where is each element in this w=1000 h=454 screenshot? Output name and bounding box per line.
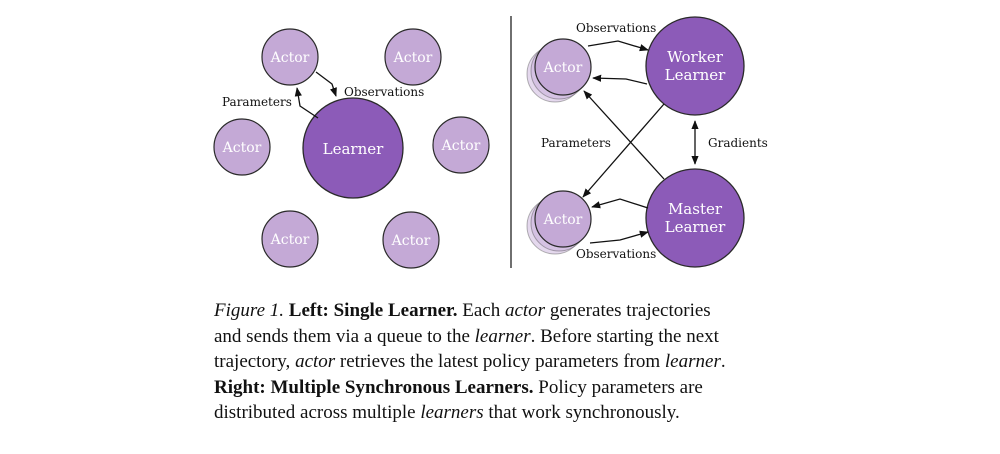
caption-text: retrieves the latest policy parameters f… (335, 351, 665, 372)
caption-line-5: distributed across multiple learners tha… (214, 400, 794, 426)
parameters-arrow (294, 87, 319, 119)
caption-term-learner: learner (474, 325, 531, 347)
learner-label: Learner (323, 140, 384, 158)
left-learner-node: Learner (302, 97, 404, 199)
figure-number: Figure 1. (214, 300, 285, 321)
gradients-label: Gradients (708, 136, 768, 150)
caption-text: Policy parameters are (533, 376, 703, 398)
figure-caption: Figure 1. Left: Single Learner. Each act… (214, 298, 794, 426)
master-label-line2: Learner (665, 218, 726, 236)
left-actor-right: Actor (432, 116, 490, 174)
worker-learner-node: Worker Learner (645, 16, 745, 116)
cross-arrow-master-to-top-actor (583, 90, 665, 180)
caption-line-4: Right: Multiple Synchronous Learners. Po… (214, 375, 794, 401)
parameters-arrow-master-to-actor (591, 198, 649, 209)
caption-text: . (720, 351, 726, 372)
master-learner-node: Master Learner (645, 168, 745, 268)
left-actor-top-right: Actor (384, 28, 442, 86)
observations-label-bottom: Observations (576, 247, 656, 261)
left-actor-bottom-left: Actor (261, 210, 319, 268)
left-panel-single-learner: Actor Actor Actor Actor Actor Actor Lear… (213, 28, 490, 269)
left-actor-bottom-right: Actor (382, 211, 440, 269)
worker-label-line2: Learner (665, 66, 726, 84)
right-actor-stack-bottom: Actor (526, 190, 592, 255)
caption-line-2: and sends them via a queue to the learne… (214, 324, 794, 350)
cross-arrow-worker-to-bottom-actor (582, 103, 665, 198)
parameters-label: Parameters (222, 95, 292, 109)
caption-line-3: trajectory, actor retrieves the latest p… (214, 349, 794, 375)
caption-line-1: Figure 1. Left: Single Learner. Each act… (214, 298, 794, 324)
actor-label: Actor (543, 212, 583, 228)
parameters-arrow-worker-to-actor (592, 74, 648, 85)
right-title: Right: Multiple Synchronous Learners. (214, 376, 534, 398)
worker-label-line1: Worker (667, 48, 724, 66)
actor-label: Actor (270, 50, 310, 66)
caption-text: and sends them via a queue to the (214, 325, 475, 347)
caption-text: that work synchronously. (483, 402, 680, 423)
caption-term-learner: learner (664, 351, 721, 372)
caption-text: Each (457, 300, 505, 321)
actor-label: Actor (222, 140, 262, 156)
caption-term-learners: learners (420, 402, 484, 423)
left-title: Left: Single Learner. (288, 300, 458, 321)
observations-label-top: Observations (576, 21, 656, 35)
observations-arrow-bottom-to-master (589, 230, 649, 244)
caption-text: trajectory, (214, 351, 296, 372)
observations-label: Observations (344, 85, 424, 99)
actor-label: Actor (543, 60, 583, 76)
caption-text: . Before starting the next (530, 325, 719, 347)
caption-term-actor: actor (295, 351, 336, 372)
left-actor-left: Actor (213, 118, 271, 176)
right-panel-multiple-learners: Actor Actor Worker Learner Master Learne… (526, 16, 768, 268)
observations-arrow-top-to-worker (587, 40, 649, 52)
actor-label: Actor (441, 138, 481, 154)
left-actor-top: Actor (261, 28, 319, 86)
actor-label: Actor (393, 50, 433, 66)
caption-term-actor: actor (504, 300, 546, 321)
actor-label: Actor (391, 233, 431, 249)
parameters-label-right: Parameters (541, 136, 611, 150)
actor-label: Actor (270, 232, 310, 248)
observations-arrow (315, 71, 337, 97)
right-actor-stack-top: Actor (526, 38, 592, 103)
caption-text: generates trajectories (545, 300, 711, 321)
caption-text: distributed across multiple (214, 402, 421, 423)
master-label-line1: Master (668, 200, 723, 218)
